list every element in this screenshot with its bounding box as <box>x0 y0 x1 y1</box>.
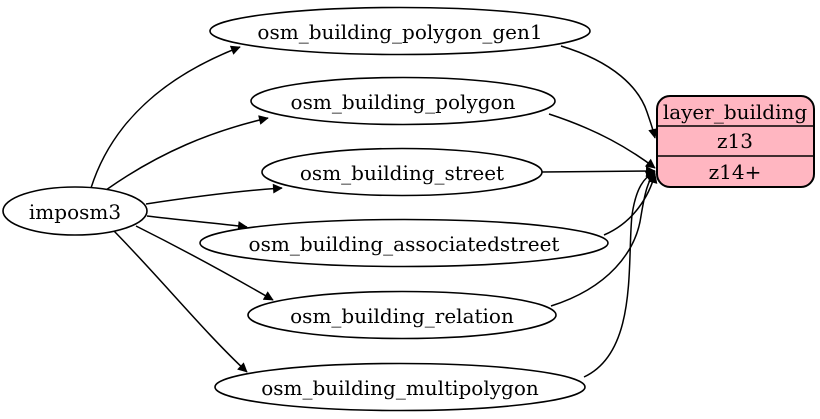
polygon-gen1-label: osm_building_polygon_gen1 <box>257 20 542 44</box>
layer-building-title: layer_building <box>663 100 808 124</box>
polygon-ellipse <box>250 76 556 126</box>
node-osm-building-polygon: osm_building_polygon <box>250 76 556 126</box>
associatedstreet-ellipse <box>199 218 609 268</box>
edges-from-source <box>90 45 283 373</box>
layer-row-z13: z13 <box>717 129 753 153</box>
node-osm-building-multipolygon: osm_building_multipolygon <box>214 362 586 412</box>
node-osm-building-associatedstreet: osm_building_associatedstreet <box>199 218 609 268</box>
relation-label: osm_building_relation <box>290 304 514 328</box>
node-osm-building-street: osm_building_street <box>261 147 543 197</box>
node-osm-building-relation: osm_building_relation <box>247 290 557 340</box>
edge-imposm3-to-multipolygon <box>113 230 248 373</box>
edge-imposm3-to-polygon <box>105 115 269 191</box>
polygon-gen1-ellipse <box>209 6 591 56</box>
edge-polygon-gen1-to-z13 <box>560 45 658 139</box>
layer-building-box <box>656 95 815 188</box>
multipolygon-ellipse <box>214 362 586 412</box>
street-label: osm_building_street <box>300 161 504 185</box>
node-layer-building: layer_building z13 z14+ <box>656 95 815 188</box>
edge-imposm3-to-associatedstreet <box>146 215 248 231</box>
edge-relation-to-z14 <box>550 172 656 307</box>
imposm3-ellipse <box>2 186 148 236</box>
edge-imposm3-to-polygon-gen1 <box>90 45 241 189</box>
edge-multipolygon-to-z14 <box>583 171 656 378</box>
multipolygon-label: osm_building_multipolygon <box>261 376 539 400</box>
edge-street-to-z14 <box>541 166 656 176</box>
polygon-label: osm_building_polygon <box>291 90 516 114</box>
edge-polygon-to-z14 <box>548 113 656 169</box>
relation-ellipse <box>247 290 557 340</box>
edges-to-layer <box>541 45 658 378</box>
associatedstreet-label: osm_building_associatedstreet <box>249 232 560 256</box>
imposm3-label: imposm3 <box>29 200 121 224</box>
edge-imposm3-to-relation <box>135 225 274 301</box>
edge-associatedstreet-to-z14 <box>603 173 658 236</box>
edge-imposm3-to-street <box>145 183 283 205</box>
street-ellipse <box>261 147 543 197</box>
layer-row-z14plus: z14+ <box>709 160 762 184</box>
node-imposm3: imposm3 <box>2 186 148 236</box>
node-osm-building-polygon-gen1: osm_building_polygon_gen1 <box>209 6 591 56</box>
